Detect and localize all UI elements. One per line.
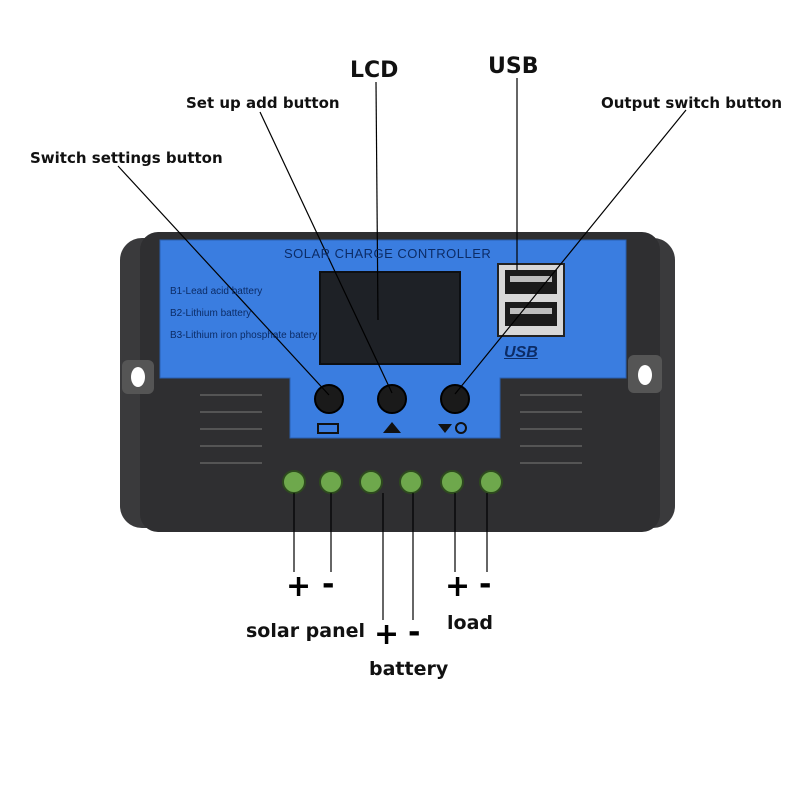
usb-port-block: [497, 263, 565, 337]
battery-icon: [317, 423, 339, 434]
switch-settings-callout: Switch settings button: [30, 149, 223, 167]
leader-setup-add: [259, 111, 393, 394]
leader-output-switch: [454, 109, 687, 395]
battery-plus-sign: +: [374, 617, 400, 652]
down-triangle-icon: [438, 424, 452, 433]
usb-logo: USB: [504, 344, 538, 361]
terminal-load-minus: [479, 470, 503, 494]
power-toggle-icon: [455, 422, 467, 434]
setup-add-callout: Set up add button: [186, 94, 340, 112]
load-minus-sign: -: [479, 567, 492, 602]
lcd-screen: [319, 271, 461, 365]
solar-panel-label: solar panel: [246, 620, 366, 642]
load-plus-sign: +: [445, 569, 471, 604]
leader-switch-settings: [117, 165, 330, 396]
terminal-battery-plus: [359, 470, 383, 494]
battery-label: battery: [369, 658, 449, 680]
output-switch-callout: Output switch button: [601, 94, 783, 112]
vent-grille-left: [200, 394, 262, 464]
terminal-load-plus: [440, 470, 464, 494]
battery-type-b1: B1-Lead acid battery: [170, 286, 263, 297]
terminal-solar-plus: [282, 470, 306, 494]
usb-callout: USB: [488, 54, 539, 79]
switch-settings-button[interactable]: [314, 384, 344, 414]
solar-minus-sign: -: [322, 567, 335, 602]
battery-type-b2: B2-Lithium battery: [170, 308, 252, 319]
leader-lcd: [375, 81, 379, 321]
battery-type-b3: B3-Lithium iron phosphate batery: [170, 330, 318, 341]
up-triangle-icon: [383, 422, 401, 433]
panel-title: SOLAR CHARGE CONTROLLER: [284, 246, 492, 261]
battery-minus-sign: -: [408, 615, 421, 650]
output-switch-button[interactable]: [440, 384, 470, 414]
solar-plus-sign: +: [286, 569, 312, 604]
setup-add-button[interactable]: [377, 384, 407, 414]
callout-leader-lines: [117, 78, 687, 620]
terminal-solar-minus: [319, 470, 343, 494]
terminal-battery-minus: [399, 470, 423, 494]
vent-grille-right: [520, 394, 582, 464]
load-label: load: [447, 612, 493, 634]
lcd-callout: LCD: [350, 58, 399, 83]
